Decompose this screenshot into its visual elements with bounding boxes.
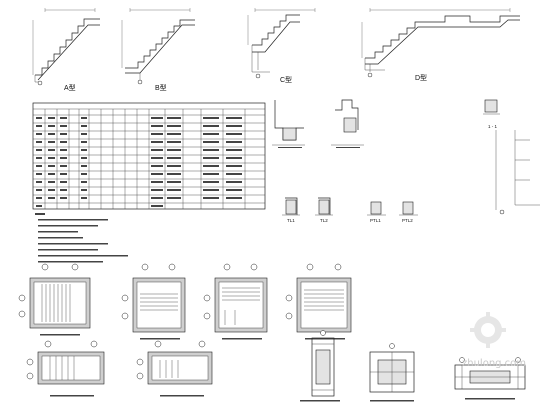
beam-ptl2-detail (399, 201, 418, 216)
watermark-logo (470, 312, 506, 348)
design-notes (35, 213, 128, 263)
stair-type-b-elevation (121, 8, 195, 85)
beam-ptl1-detail (367, 201, 386, 216)
stair-schedule-table (32, 102, 266, 210)
section-1-1 (483, 99, 540, 215)
stair-type-a-elevation (32, 8, 100, 86)
column-detail (300, 330, 340, 402)
stair-type-a-label: A型 (64, 83, 76, 92)
watermark-text: zhulong.com (462, 358, 526, 369)
landing-slab-detail-2 (331, 99, 364, 148)
stair-type-c-label: C型 (280, 75, 292, 84)
section-1-1-label: 1 - 1 (488, 124, 498, 129)
landing-slab-detail-1 (272, 100, 305, 148)
stair-type-d-label: D型 (415, 73, 427, 82)
beam-tl1-detail (282, 197, 300, 216)
foundation-section-detail (454, 357, 526, 400)
stair-plan-2 (121, 263, 186, 340)
beam-tl1-label: TL1 (287, 218, 295, 223)
stair-plan-6 (136, 340, 213, 397)
stair-type-b-label: B型 (155, 83, 167, 92)
foundation-plan-detail (369, 343, 415, 402)
stair-plan-3 (203, 263, 268, 340)
stair-type-c-elevation (247, 8, 316, 79)
beam-ptl1-label: PTL1 (370, 218, 381, 223)
beam-ptl2-label: PTL2 (402, 218, 413, 223)
stair-plan-1 (18, 263, 91, 336)
stair-plan-5 (26, 340, 105, 397)
beam-tl2-detail (315, 197, 333, 216)
stair-plan-4 (285, 263, 352, 340)
beam-tl2-label: TL2 (320, 218, 328, 223)
stair-type-d-elevation (361, 8, 520, 78)
